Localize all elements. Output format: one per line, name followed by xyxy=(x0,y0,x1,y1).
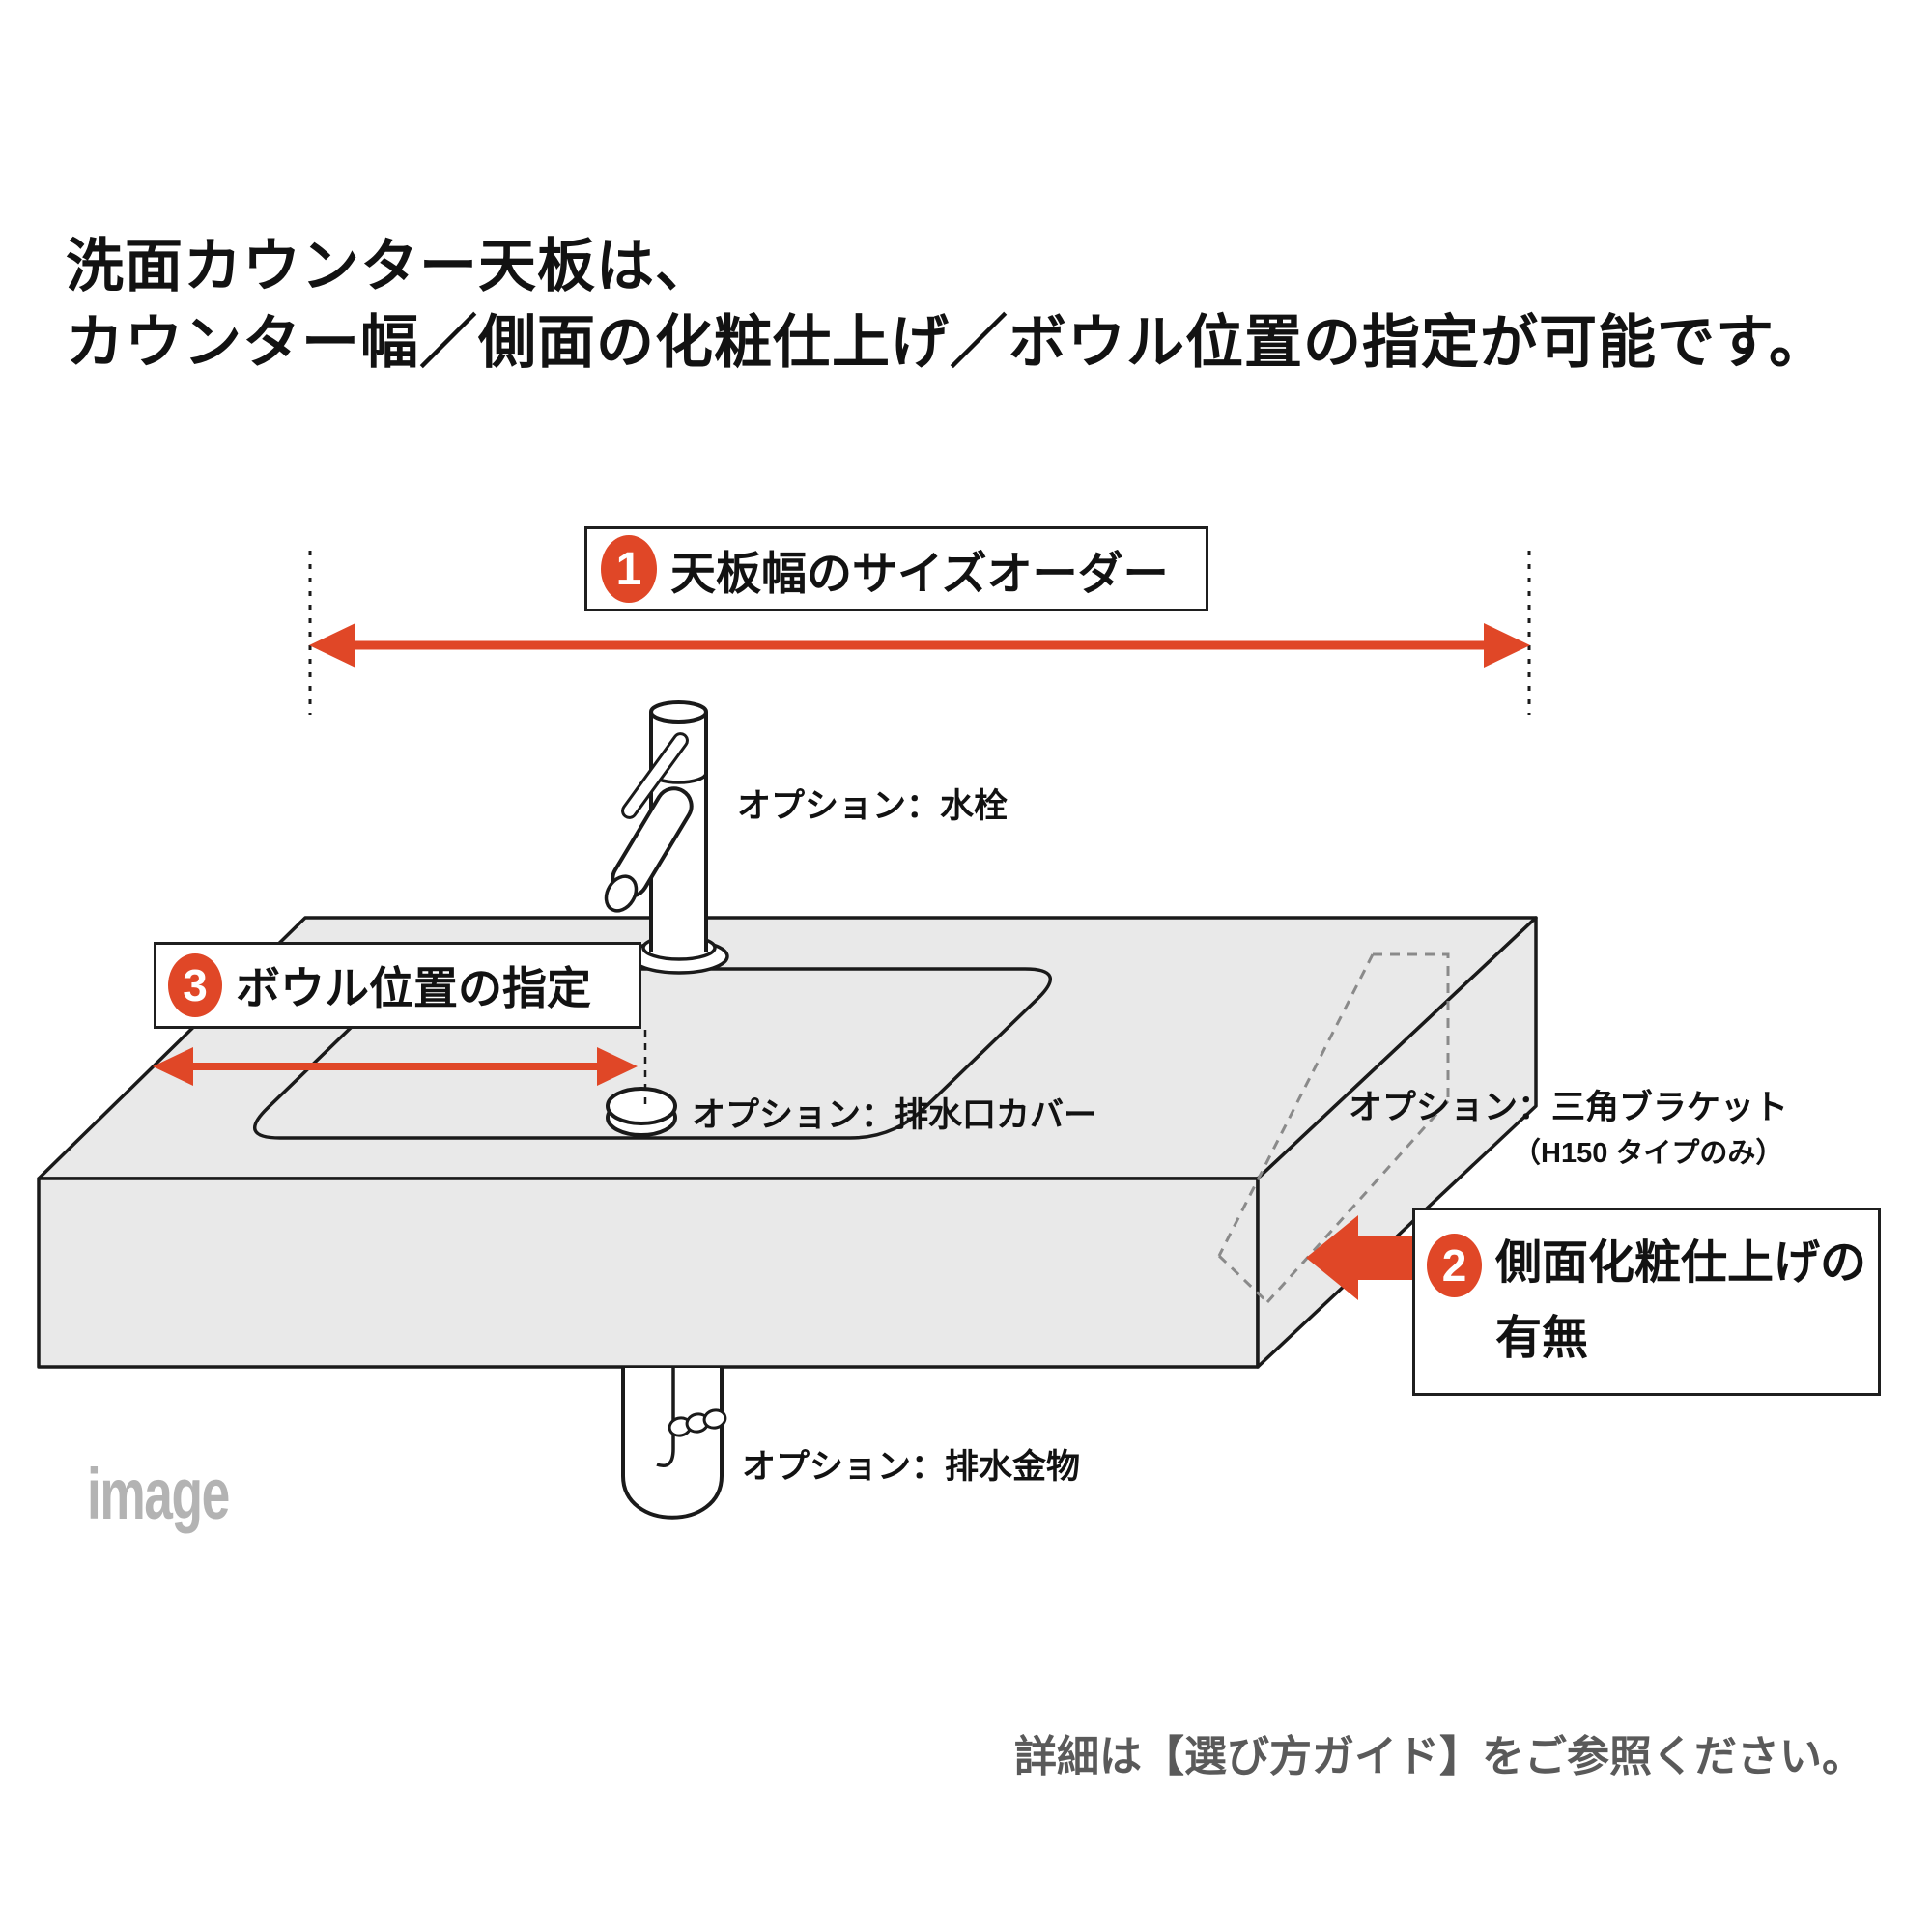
callout-2-label-line2: 有無 xyxy=(1495,1313,1589,1364)
side-finish-pointer-arrow xyxy=(1306,1215,1420,1300)
triangle-bracket-hidden-outline xyxy=(1217,952,1450,1304)
callout-side-finish: 2 側面化粧仕上げの 有無 xyxy=(1412,1208,1881,1396)
callout-2-label: 側面化粧仕上げの 有無 xyxy=(1495,1226,1866,1377)
option-label-triangle-bracket-note: （H150 タイプのみ） xyxy=(1513,1138,1784,1169)
callout-width-order: 1 天板幅のサイズオーダー xyxy=(584,526,1208,611)
faucet xyxy=(604,700,729,975)
image-watermark: image xyxy=(87,1454,230,1534)
headline: 洗面カウンター天板は、 カウンター幅／側面の化粧仕上げ／ボウル位置の指定が可能で… xyxy=(66,228,1828,381)
pipe-coupling-nut xyxy=(668,1408,727,1437)
headline-line1: 洗面カウンター天板は、 xyxy=(66,234,714,298)
faucet-top-cap xyxy=(649,700,708,724)
option-label-faucet: オプション：水栓 xyxy=(737,787,1009,825)
callout-bowl-position: 3 ボウル位置の指定 xyxy=(154,942,641,1029)
callout-1-number-badge: 1 xyxy=(601,535,657,603)
width-dimension-arrow xyxy=(309,623,1530,668)
option-label-drain-fitting: オプション：排水金物 xyxy=(742,1448,1081,1486)
callout-3-number-badge: 3 xyxy=(168,953,222,1017)
bowl-position-dimension-arrow xyxy=(153,1047,638,1086)
callout-1-label: 天板幅のサイズオーダー xyxy=(670,547,1169,599)
footnote: 詳細は【選び方ガイド】をご参照ください。 xyxy=(1014,1733,1864,1780)
drain-cover-disc xyxy=(606,1087,677,1137)
drain-trap xyxy=(621,1368,727,1520)
callout-2-label-line1: 側面化粧仕上げの xyxy=(1495,1237,1867,1289)
option-label-triangle-bracket: オプション：三角ブラケット xyxy=(1349,1089,1789,1126)
faucet-handle xyxy=(621,732,689,819)
callout-2-number-badge: 2 xyxy=(1427,1234,1482,1297)
counter-front-face xyxy=(37,1177,1260,1369)
callout-3-label: ボウル位置の指定 xyxy=(236,963,591,1013)
headline-line2: カウンター幅／側面の化粧仕上げ／ボウル位置の指定が可能です。 xyxy=(66,310,1828,375)
faucet-spout-tip xyxy=(604,874,639,913)
option-label-drain-cover: オプション：排水口カバー xyxy=(692,1096,1098,1134)
